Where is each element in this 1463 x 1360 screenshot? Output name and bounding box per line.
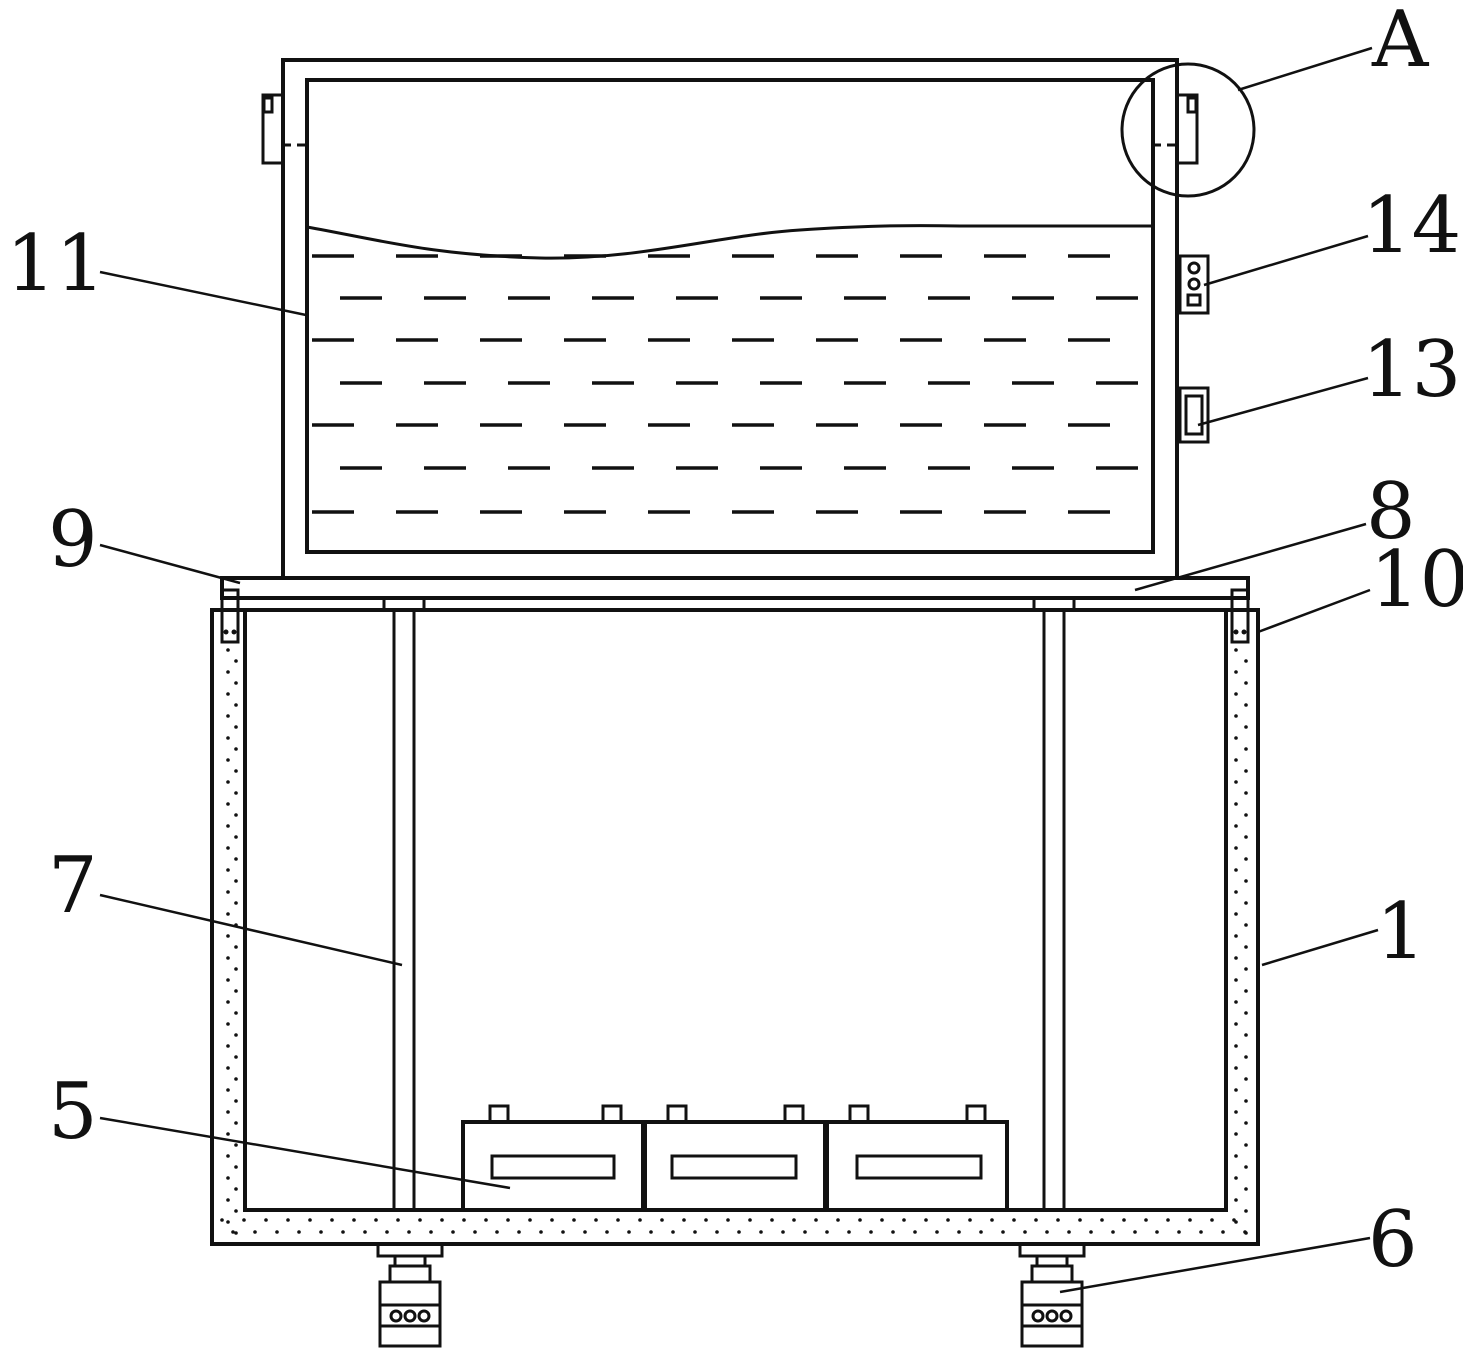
right-foot — [1018, 1242, 1086, 1348]
support-columns — [392, 608, 1066, 1212]
battery-pack — [461, 1104, 1009, 1212]
control-panel — [1178, 254, 1210, 315]
left-guide — [220, 588, 240, 644]
water-surface — [306, 224, 1153, 260]
display-unit — [1178, 386, 1210, 444]
callout-a: A — [1371, 0, 1430, 85]
left-column — [392, 608, 416, 1212]
cabinet-body — [210, 608, 1260, 1246]
battery-unit — [461, 1104, 645, 1212]
callout-10: 10 — [1370, 535, 1463, 625]
callout-13: 13 — [1362, 325, 1461, 415]
callout-5: 5 — [48, 1067, 98, 1157]
callout-7: 7 — [48, 841, 98, 931]
water-fill — [312, 254, 1150, 514]
water-tank — [261, 58, 1256, 580]
callout-14: 14 — [1362, 181, 1461, 271]
tank-inner-wall — [305, 78, 1155, 554]
left-hinge — [261, 93, 307, 165]
callout-6: 6 — [1368, 1195, 1418, 1285]
callout-11: 11 — [6, 219, 105, 309]
cabinet-outer-wall — [210, 608, 1260, 1246]
left-foot — [376, 1242, 444, 1348]
tank-outer-wall — [281, 58, 1179, 580]
right-hinge — [1153, 93, 1199, 165]
callout-8: 8 — [1366, 467, 1416, 557]
right-guide — [1230, 588, 1250, 644]
callout-1: 1 — [1376, 887, 1426, 977]
battery-unit — [643, 1104, 827, 1212]
callout-9: 9 — [48, 495, 98, 585]
insulation-layer — [220, 648, 1248, 1235]
battery-unit — [825, 1104, 1009, 1212]
detail-circle-a — [1120, 62, 1256, 198]
right-column — [1042, 608, 1066, 1212]
leader-lines — [99, 46, 1379, 1294]
lid-plate — [220, 576, 1250, 600]
